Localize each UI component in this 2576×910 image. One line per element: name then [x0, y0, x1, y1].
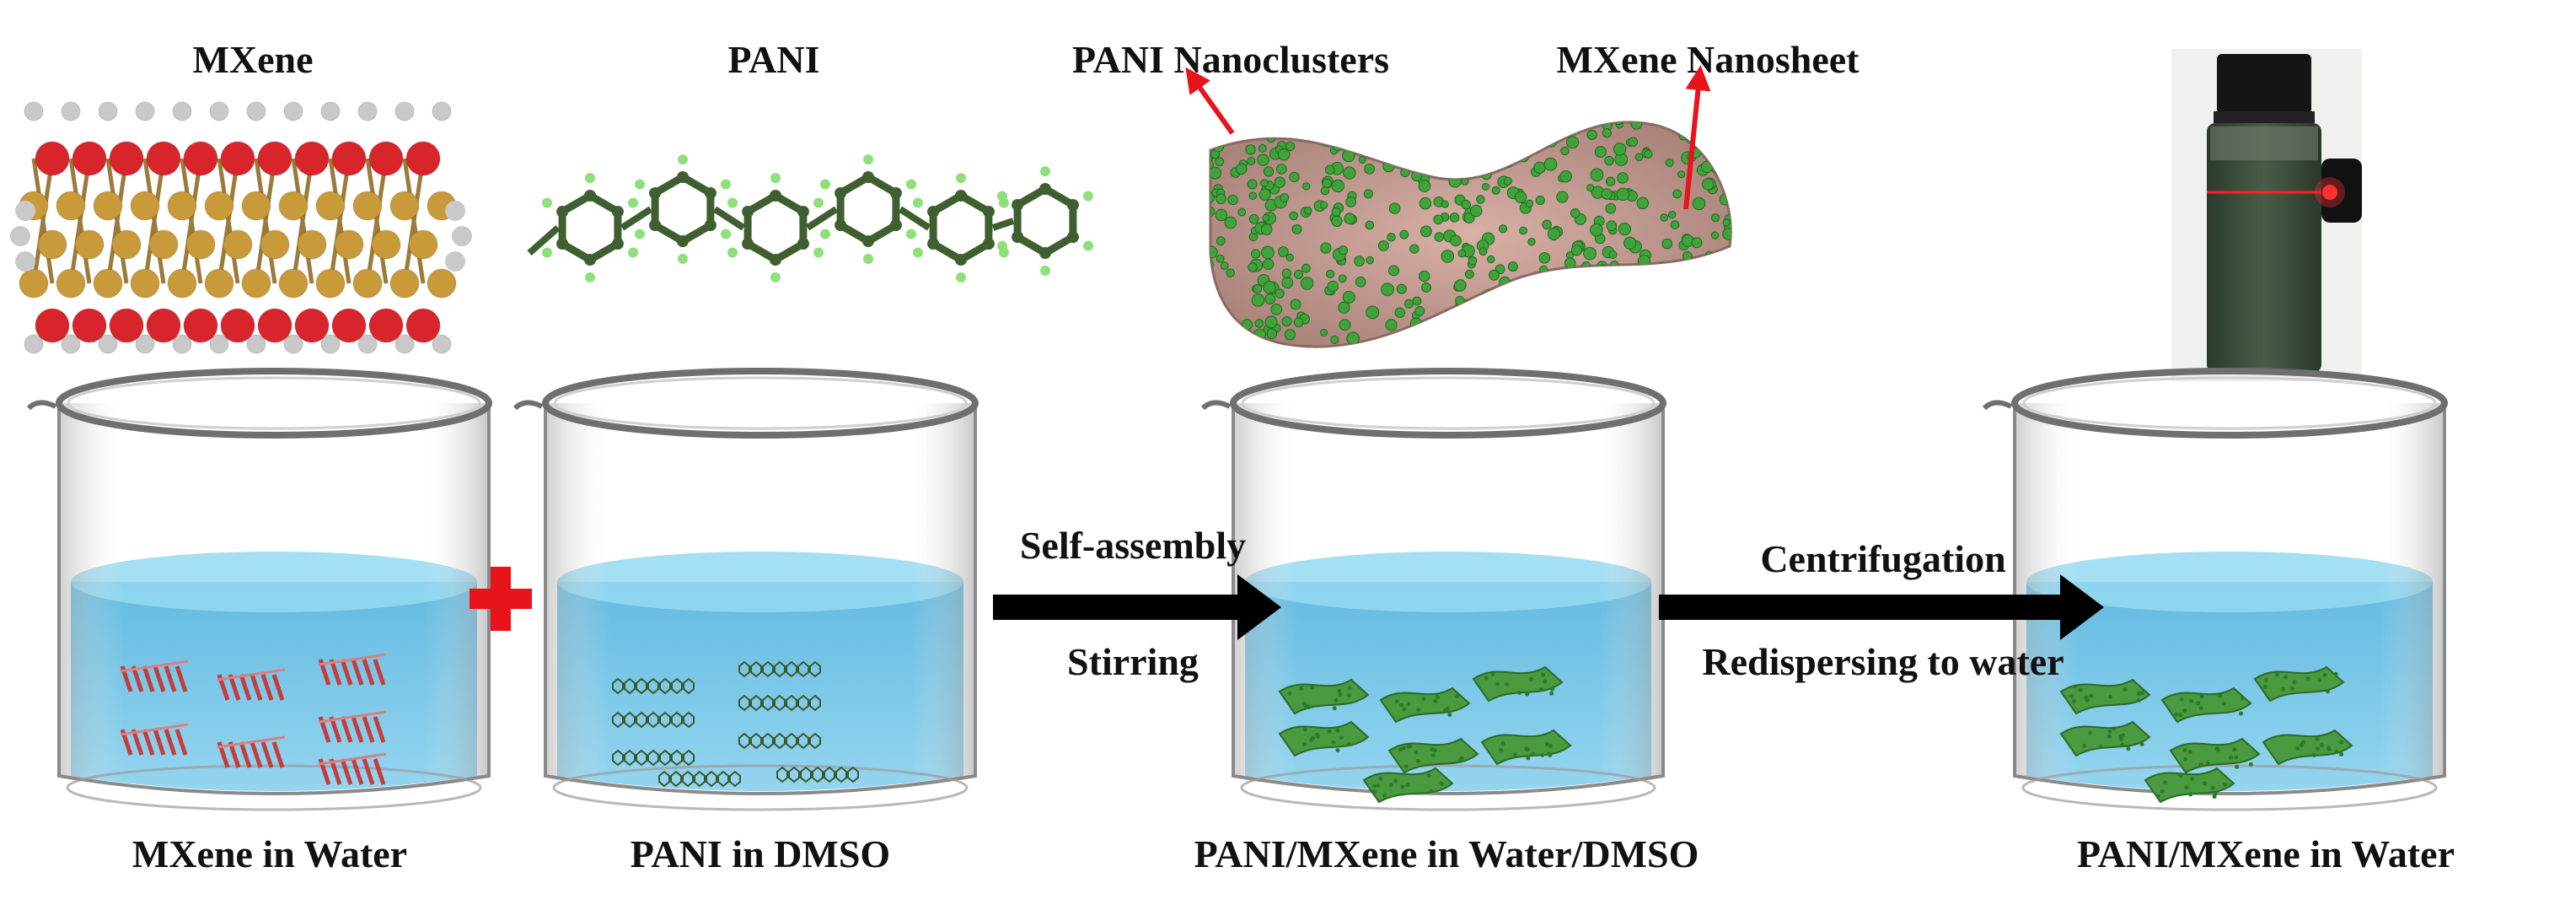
arrow-up-icon [1683, 65, 1711, 210]
beaker [1200, 368, 1666, 811]
beaker1-label: MXene in Water [131, 832, 408, 875]
step1-label-bottom: Stirring [1067, 640, 1199, 683]
pani-title: PANI [727, 38, 820, 81]
beaker2-label: PANI in DMSO [630, 832, 891, 875]
mxene-nanosheet-label: MXene Nanosheet [1556, 38, 1860, 81]
vial-photo [2171, 49, 2362, 381]
step2-label-bottom: Redispersing to water [1702, 640, 2064, 683]
plus-icon [470, 567, 532, 631]
beaker3-label: PANI/MXene in Water/DMSO [1194, 832, 1699, 875]
arrow-right-icon [1659, 574, 2104, 640]
arrow-up-icon [1185, 67, 1235, 135]
pani-chain-structure [527, 154, 1094, 283]
step1-label-top: Self-assembly [1019, 524, 1247, 567]
beaker4-label: PANI/MXene in Water [2076, 832, 2455, 875]
beaker-group [26, 368, 2448, 811]
arrow-right-icon [993, 574, 1281, 640]
pani-mxene-nanosheet [1209, 121, 1732, 348]
mxene-crystal-structure [10, 101, 472, 354]
beaker [26, 368, 492, 811]
step2-label-top: Centrifugation [1760, 537, 2006, 580]
mxene-title: MXene [192, 38, 314, 81]
pani-nanoclusters-label: PANI Nanoclusters [1071, 38, 1390, 81]
beaker [513, 368, 979, 811]
beaker [1982, 368, 2448, 811]
